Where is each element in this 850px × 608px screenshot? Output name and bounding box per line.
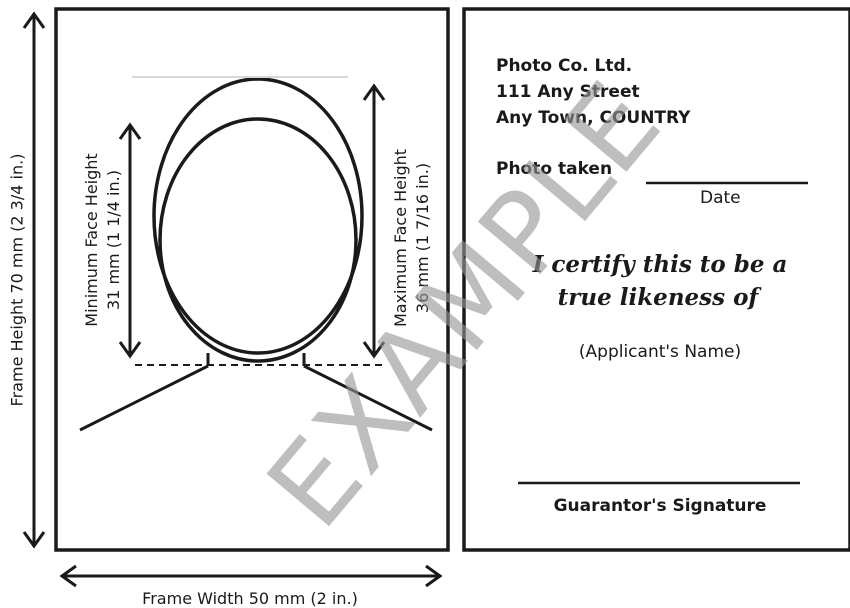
max-face-line2: 36 mm (1 7/16 in.): [413, 162, 432, 314]
certify-line2: true likeness of: [557, 284, 759, 311]
max-face-line1: Maximum Face Height: [391, 148, 410, 328]
date-label: Date: [700, 188, 741, 208]
min-face-outline: [158, 117, 358, 363]
max-face-height-label: Maximum Face Height 36 mm (1 7/16 in.): [390, 149, 434, 327]
frame-height-arrow: [22, 11, 46, 549]
neck-shoulders: [79, 353, 433, 432]
photo-frame: [54, 7, 450, 552]
frame-width-arrow: [59, 564, 443, 588]
photo-taken-label: Photo taken: [496, 159, 613, 179]
min-face-line1: Minimum Face Height: [82, 153, 101, 327]
certify-line1: I certify this to be a: [532, 251, 788, 278]
max-face-arrow: [362, 83, 386, 359]
back-card-frame: [462, 7, 850, 552]
frame-width-label: Frame Width 50 mm (2 in.): [142, 589, 358, 608]
min-face-arrow: [118, 122, 142, 359]
company-town: Any Town, COUNTRY: [496, 108, 691, 128]
frame-height-label: Frame Height 70 mm (2 3/4 in.): [7, 153, 27, 407]
guarantor-signature-label: Guarantor's Signature: [553, 496, 767, 516]
company-name: Photo Co. Ltd.: [496, 56, 633, 76]
min-face-line2: 31 mm (1 1/4 in.): [104, 170, 123, 310]
company-street: 111 Any Street: [496, 82, 640, 102]
min-face-height-label: Minimum Face Height 31 mm (1 1/4 in.): [81, 153, 125, 326]
applicant-name-label: (Applicant's Name): [578, 342, 742, 362]
max-face-outline: [152, 77, 364, 355]
